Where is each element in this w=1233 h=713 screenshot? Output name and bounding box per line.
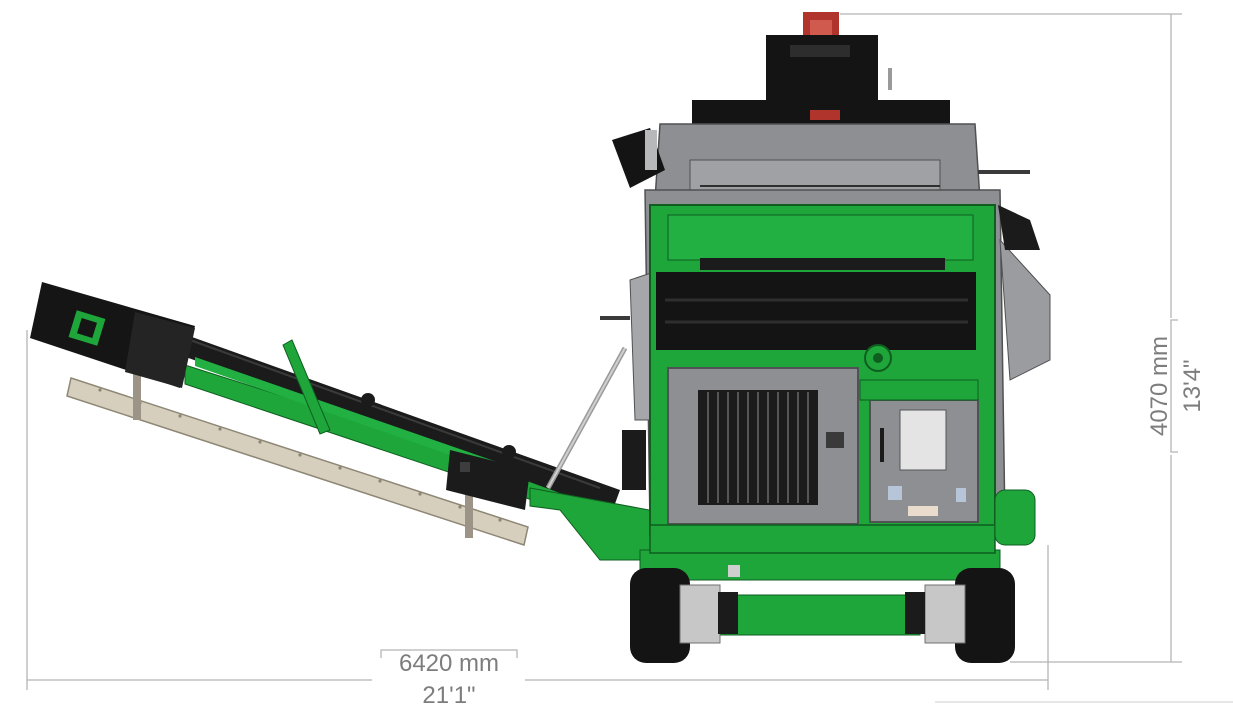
left-track bbox=[630, 568, 690, 663]
conveyor-green-arm bbox=[282, 339, 331, 435]
width-metric-label: 6420 mm bbox=[399, 650, 499, 677]
undercarriage bbox=[529, 487, 1015, 663]
dimension-lines bbox=[26, 13, 1233, 703]
height-metric-label: 4070 mm bbox=[1146, 336, 1173, 436]
height-imperial-label: 13'4" bbox=[1179, 359, 1206, 412]
conveyor-support-strut bbox=[66, 377, 529, 546]
control-display bbox=[899, 409, 947, 471]
right-track bbox=[955, 568, 1015, 663]
side-conveyor bbox=[30, 282, 628, 546]
screen-deck bbox=[656, 272, 976, 350]
width-imperial-label: 21'1" bbox=[422, 682, 475, 709]
main-body bbox=[600, 12, 1051, 554]
